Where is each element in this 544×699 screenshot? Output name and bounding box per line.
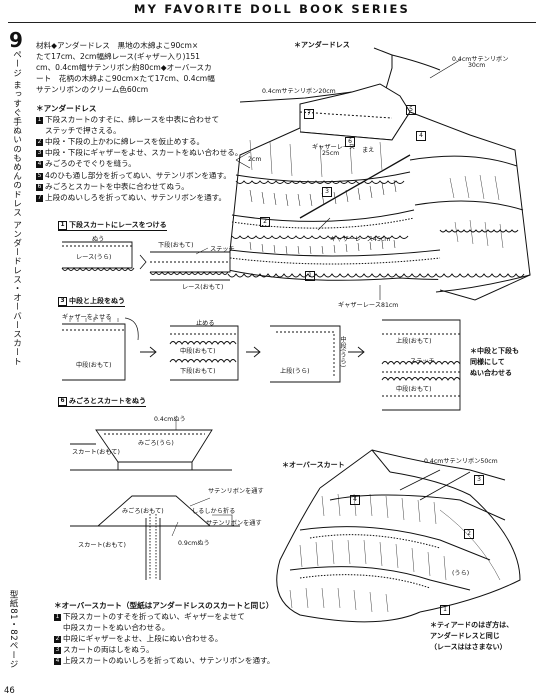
materials-line: ート 花柄の木綿よこ90cm×たて17cm、0.4cm幅 [36,74,215,84]
step3-mid-back: 中段(うら) [339,336,346,368]
step3-gather-pull: ギャザーをよせる [62,314,112,321]
step6-shirushi: しるしから折る [192,508,236,515]
mark-1: 1 [305,262,316,281]
step1-skirt-front: 下段(おもて) [158,242,194,249]
lace-45-label: ギャザーレース45cm [330,236,391,243]
step-line: 中段スカートをぬい合わせる。 [63,623,170,633]
step6-bodice-back: みごろ(うら) [138,440,174,447]
folio: 46 [4,686,15,696]
over-mark-2: 2 [464,520,475,539]
ribbon-left-label: 0.4cmサテンリボン20cm [262,88,336,95]
over-mark-3: 3 [474,466,485,485]
materials-line: cm、0.4cm幅サテンリボン約80cm◆オーバースカ [36,63,212,73]
materials-line: たて17cm、2cm幅綿レース(ギャザー入り)151 [36,52,200,62]
page-number: 9 [9,28,23,52]
mark-4: 4 [416,122,427,141]
sidebar-title: 9 ページ まっすぐ手ぬいのもめんのドレス アンダードレス・オーバースカート [6,30,26,366]
materials-line: 材料◆アンダードレス 黒地の木綿よこ90cm× [36,41,199,50]
overskirt-ribbon: 0.4cmサテンリボン50cm [424,458,498,465]
step1-lace-front: レース(おもて) [182,284,224,291]
over-mark-4: 4 [350,486,361,505]
step3-stitch: ステッチ [410,358,435,365]
header-rule [8,22,536,23]
materials-line: サテンリボンのクリーム色60cm [36,85,149,95]
mark-7: 7 [304,100,315,119]
mark-5: 5 [406,96,417,115]
step3-mid-front: 中段(おもて) [76,362,112,369]
overskirt-steps-title: ＊オーバースカート（型紙はアンダードレスのスカートと同じ） [54,601,274,610]
step6-ribbon-pass: サテンリボンを通す [208,488,264,495]
over-mark-1: 1 [440,596,451,615]
mark-2: 2 [260,208,271,227]
overskirt-diagram-title: ＊オーバースカート [282,461,345,469]
step3-top-back: 上段(うら) [280,368,310,375]
step3-mid-front3: 中段(おもて) [396,386,432,393]
mark-6: 6 [345,128,356,147]
ribbon-top-length: 30cm [468,62,486,69]
materials-block: 材料◆アンダードレス 黒地の木綿よこ90cm× たて17cm、2cm幅綿レース(… [36,40,215,95]
mark-3: 3 [322,178,333,197]
step-line: ステッチで押さえる。 [45,126,121,136]
sidebar-vertical-title: ページ まっすぐ手ぬいのもめんのドレス アンダードレス・オーバースカート [11,50,22,366]
step3-note: ＊中段と下段も 同様にして ぬい合わせる [470,347,519,377]
underdress-steps-title: ＊アンダードレス [36,104,97,113]
step3-mid-front2: 中段(おもて) [180,348,216,355]
series-title: MY FAVORITE DOLL BOOK SERIES [134,2,410,16]
gather-lace-length: 25cm [322,150,340,157]
pattern-ref: 型紙81・82ページ [8,590,18,669]
step6-skirt-front: スカート(おもて) [72,449,120,456]
step6-bodice-front: みごろ(おもて) [122,508,164,515]
step6-seam: 0.4cmぬう [154,416,186,423]
step6-ribbon-pass2: サテンリボンを通す [206,520,262,527]
step3-bottom-front: 下段(おもて) [180,368,216,375]
step3-tome: 止める [196,320,215,327]
step1-lace-back: レース(うら) [76,254,112,261]
sidebar-bottom: 型紙81・82ページ [7,590,25,668]
step6-nine: 0.9cmぬう [178,540,210,547]
step6-skirt-front2: スカート(おもて) [78,542,126,549]
two-cm-label: 2cm [248,156,262,163]
tiered-note: ＊ティアードのはぎ方は、 アンダードレスと同じ （レースははさまない） [430,621,514,651]
step1-nuu: ぬう [92,236,105,243]
gather-lace-label: ギャザーレース [312,144,356,151]
step3-top-front: 上段(おもて) [396,338,432,345]
step1-stitch: ステッチ [210,246,235,253]
lace-81-label: ギャザーレース81cm [338,302,399,309]
front-label: まえ [362,147,375,154]
ribbon-top-label: 0.4cmサテンリボン [452,56,509,63]
underdress-diagram-title: ＊アンダードレス [294,41,350,49]
overskirt-back: (うら) [452,570,470,577]
